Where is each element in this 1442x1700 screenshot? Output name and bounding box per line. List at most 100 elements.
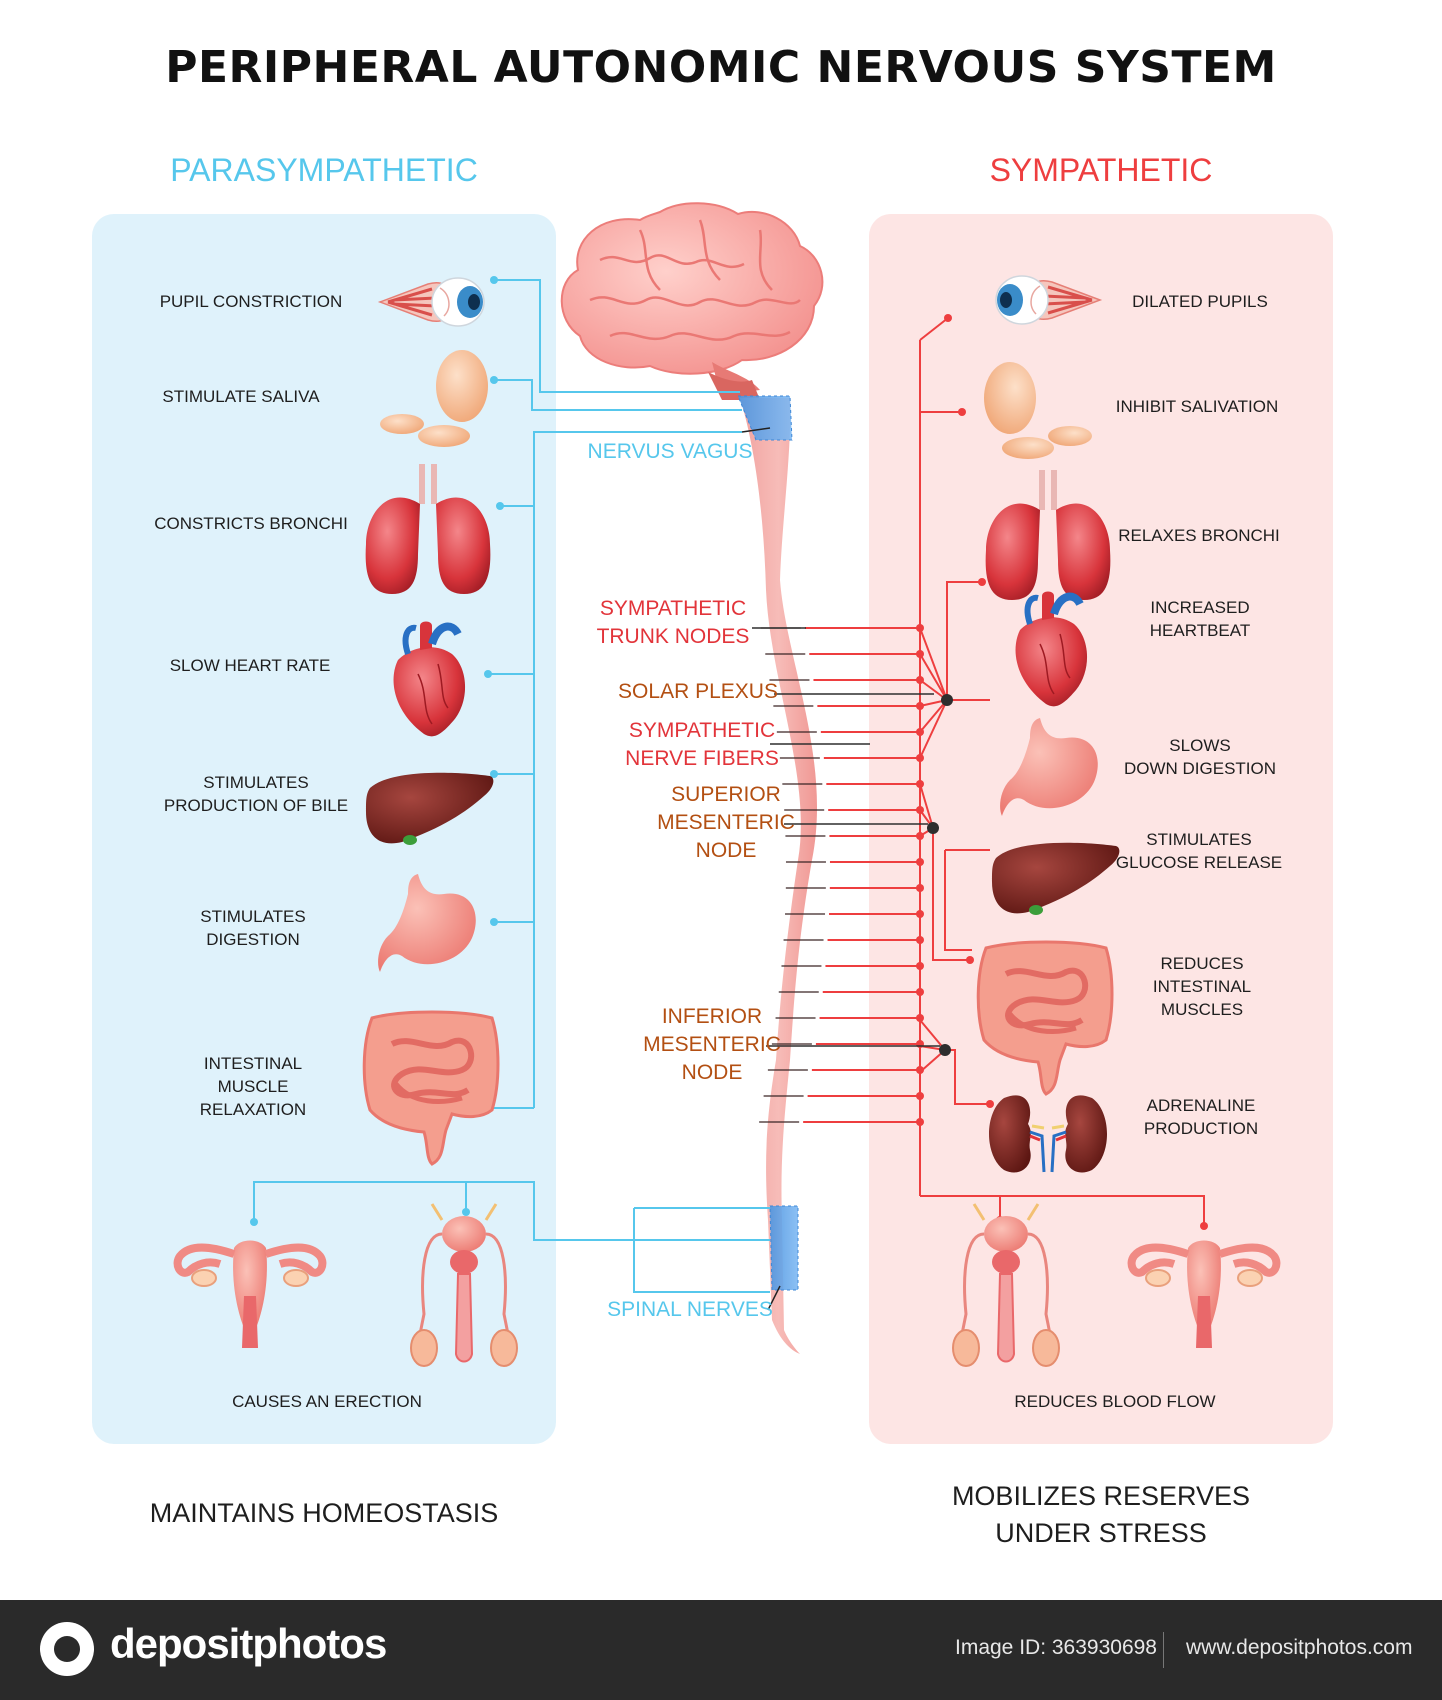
eye-icon xyxy=(378,276,486,328)
camera-logo-lens xyxy=(54,1636,80,1662)
label-adrenaline-production: ADRENALINE PRODUCTION xyxy=(1143,1096,1259,1138)
stomach-icon xyxy=(1000,718,1098,816)
sympathetic-heading: SYMPATHETIC xyxy=(989,152,1213,188)
label-intestinal-muscle-relaxation: INTESTINAL MUSCLE RELAXATION xyxy=(199,1054,307,1119)
trunk-node-dot xyxy=(916,1014,924,1022)
label-inhibit-salivation: INHIBIT SALIVATION xyxy=(1115,397,1279,416)
trunk-node-dot xyxy=(916,728,924,736)
trunk-node-dot xyxy=(916,832,924,840)
parasympathetic-heading: PARASYMPATHETIC xyxy=(170,152,478,188)
branch-end-dot xyxy=(1200,1222,1208,1230)
fan-inferior xyxy=(919,1019,946,1051)
spinal-cord-icon xyxy=(737,395,818,1354)
parasympathetic-nerve-lines xyxy=(253,279,770,1293)
branch-end-dot xyxy=(978,578,986,586)
branch-intestines xyxy=(932,828,970,961)
trunk-node-dot xyxy=(916,962,924,970)
label-spinal-nerves: SPINAL NERVES xyxy=(607,1298,773,1321)
label-slows-down-digestion: SLOWS DOWN DIGESTION xyxy=(1123,736,1277,778)
female-reproductive-icon xyxy=(1132,1241,1277,1349)
liver-icon xyxy=(366,772,494,845)
fan-solar xyxy=(919,653,948,701)
intestines-icon xyxy=(364,1012,498,1164)
superior-mesenteric-node xyxy=(927,822,939,834)
trunk-node-dot xyxy=(916,780,924,788)
trunk-node-dot xyxy=(916,806,924,814)
solar-plexus-node xyxy=(941,694,953,706)
label-solar-plexus: SOLAR PLEXUS xyxy=(618,680,778,703)
trunk-node-dot xyxy=(916,1066,924,1074)
branch-kidneys xyxy=(945,1049,990,1105)
label-reduces-blood-flow: REDUCES BLOOD FLOW xyxy=(1014,1392,1216,1411)
label-dilated-pupils: DILATED PUPILS xyxy=(1132,292,1268,311)
ganglion-nodes xyxy=(927,694,953,1056)
fan-solar xyxy=(919,699,948,733)
label-constricts-bronchi: CONSTRICTS BRONCHI xyxy=(154,514,348,533)
label-nervus-vagus: NERVUS VAGUS xyxy=(587,440,753,463)
lungs-icon xyxy=(366,464,491,594)
branch-eye xyxy=(919,317,949,341)
fan-solar xyxy=(919,699,948,759)
source-url[interactable]: www.depositphotos.com xyxy=(1186,1636,1413,1659)
center-label-pointers xyxy=(752,627,940,1047)
label-sympathetic-trunk-nodes: SYMPATHETIC TRUNK NODES xyxy=(596,597,750,648)
salivary-gland-icon xyxy=(380,350,488,447)
brand-logo-text: depositphotos xyxy=(110,1620,387,1667)
trunk-node-dot xyxy=(916,936,924,944)
trunk-node-dot xyxy=(916,988,924,996)
inferior-mesenteric-node xyxy=(939,1044,951,1056)
label-stimulate-saliva: STIMULATE SALIVA xyxy=(162,387,320,406)
heart-icon xyxy=(1016,592,1088,707)
label-stimulates-glucose-release: STIMULATES GLUCOSE RELEASE xyxy=(1115,830,1283,872)
trunk-node-dot xyxy=(916,884,924,892)
spinal-nerves-pointer xyxy=(767,1285,781,1311)
label-sympathetic-nerve-fibers: SYMPATHETIC NERVE FIBERS xyxy=(625,719,779,770)
sympathetic-footer: MOBILIZES RESERVES UNDER STRESS xyxy=(951,1481,1251,1548)
label-reduces-intestinal-muscles: REDUCES INTESTINAL MUSCLES xyxy=(1152,954,1252,1019)
nervous-system-diagram xyxy=(0,202,1442,1368)
watermark-bar xyxy=(0,1600,1442,1700)
branch-end-dot xyxy=(958,408,966,416)
branch-end-dot xyxy=(944,314,952,322)
trunk-node-dot xyxy=(916,650,924,658)
stomach-icon xyxy=(378,874,476,972)
label-production-of-bile: STIMULATES PRODUCTION OF BILE xyxy=(163,773,349,815)
branch-end-dot xyxy=(986,1100,994,1108)
fan-superior xyxy=(919,783,934,829)
salivary-gland-icon xyxy=(984,362,1092,459)
label-slow-heart-rate: SLOW HEART RATE xyxy=(169,656,331,675)
female-reproductive-icon xyxy=(178,1241,323,1349)
trunk-node-dot xyxy=(916,754,924,762)
label-causes-an-erection: CAUSES AN ERECTION xyxy=(232,1392,422,1411)
parasympathetic-footer: MAINTAINS HOMEOSTASIS xyxy=(149,1498,499,1528)
male-reproductive-icon xyxy=(409,1202,519,1368)
label-superior-mesenteric-node: SUPERIOR MESENTERIC NODE xyxy=(657,783,795,862)
bar-divider xyxy=(1163,1632,1164,1668)
trunk-node-dot xyxy=(916,702,924,710)
page-title: PERIPHERAL AUTONOMIC NERVOUS SYSTEM xyxy=(165,42,1277,93)
trunk-node-dot xyxy=(916,1040,924,1048)
branch-repro-female xyxy=(920,1195,1205,1226)
male-reproductive-icon xyxy=(951,1202,1061,1368)
heart-icon xyxy=(394,622,466,737)
trunk-node-dot xyxy=(916,676,924,684)
trunk-node-dot xyxy=(916,624,924,632)
trunk-node-dot xyxy=(916,910,924,918)
brain-icon xyxy=(560,202,824,400)
label-inferior-mesenteric-node: INFERIOR MESENTERIC NODE xyxy=(643,1005,781,1084)
trunk-node-dot xyxy=(916,858,924,866)
label-stimulates-digestion: STIMULATES DIGESTION xyxy=(200,907,306,949)
nervus-vagus-pointer xyxy=(741,427,771,433)
branch-end-dot xyxy=(966,956,974,964)
label-increased-heartbeat: INCREASED HEARTBEAT xyxy=(1149,598,1251,640)
fan-solar xyxy=(919,627,948,701)
label-relaxes-bronchi: RELAXES BRONCHI xyxy=(1118,526,1280,545)
spinal-segment-ticks xyxy=(759,627,826,1123)
branch-liver-down xyxy=(944,850,972,951)
label-pupil-constriction: PUPIL CONSTRICTION xyxy=(159,292,343,311)
trunk-node-dot xyxy=(916,1092,924,1100)
trunk-node-dot xyxy=(916,1118,924,1126)
sympathetic-nerve-endpoints xyxy=(916,314,1208,1230)
sympathetic-panel xyxy=(869,214,1333,1444)
branch-lungs xyxy=(946,581,982,700)
